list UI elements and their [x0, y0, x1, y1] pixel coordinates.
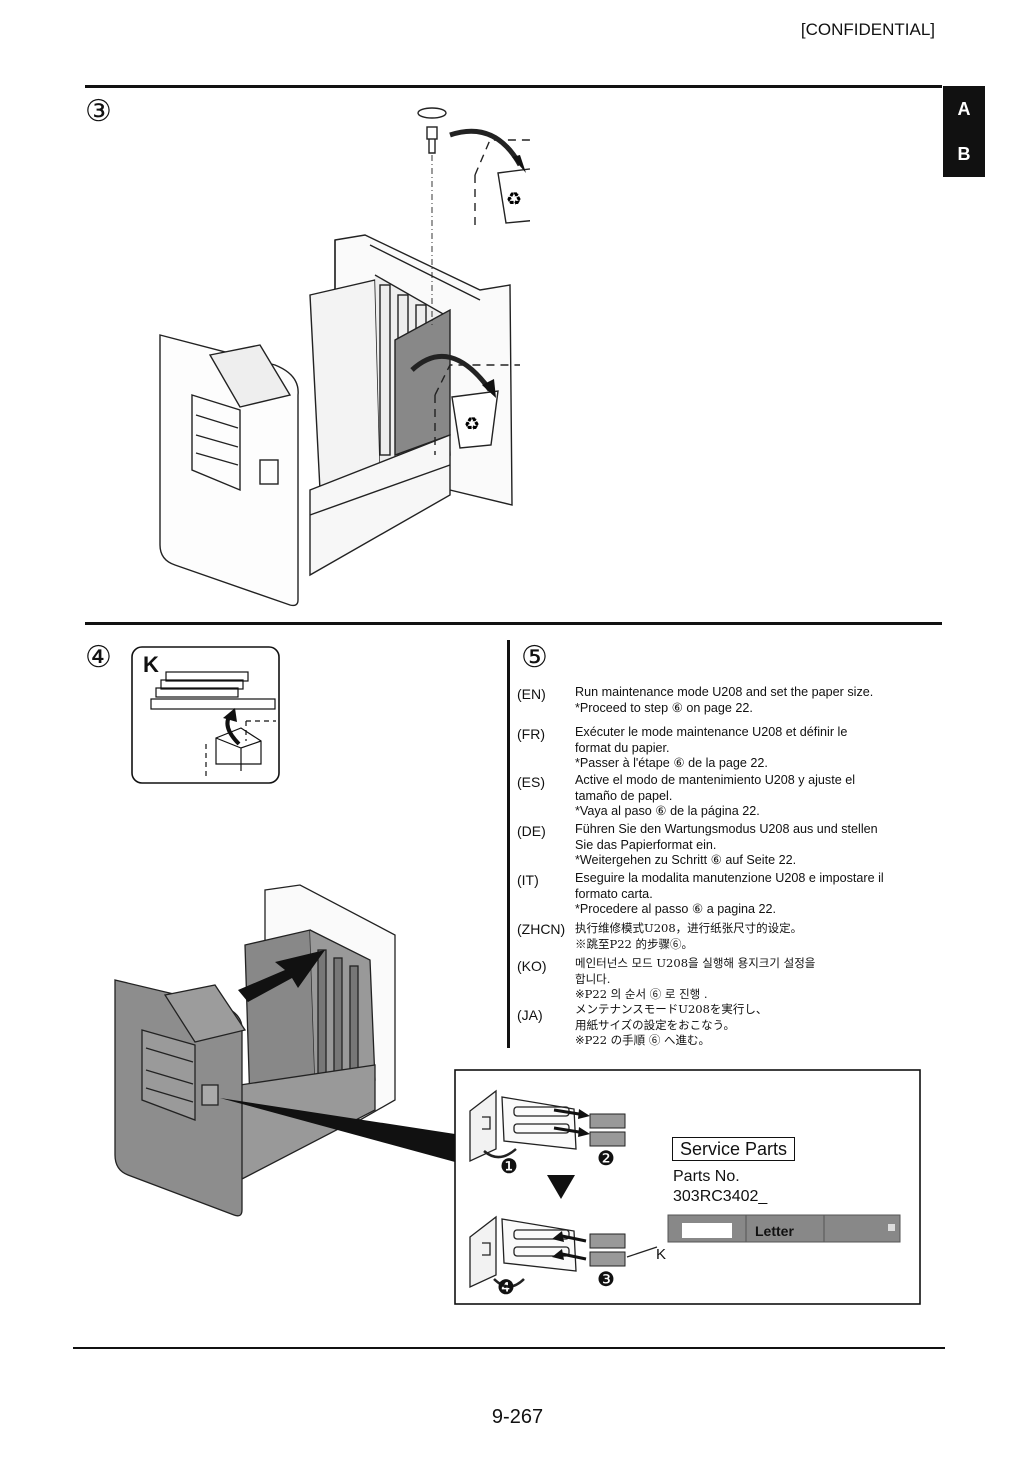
sub-step-2: ❷	[597, 1148, 615, 1170]
step-3-number: ③	[85, 95, 112, 128]
lang-de: (DE)	[517, 823, 546, 839]
section-divider-middle	[85, 622, 942, 625]
instruction-zhcn: 执行维修模式U208，进行纸张尺寸的设定。※跳至P22 的步骤⑥。	[575, 921, 803, 951]
k-pointer-label: K	[656, 1246, 667, 1263]
step-3-illustration: ♻ ♻	[159, 107, 530, 607]
lang-it: (IT)	[517, 872, 539, 888]
sub-step-4: ❹	[497, 1277, 515, 1299]
parts-no-value: 303RC3402_	[673, 1188, 768, 1205]
step-5-divider	[507, 640, 510, 1048]
svg-text:♻: ♻	[506, 189, 522, 209]
letter-label-text: Letter	[755, 1223, 794, 1239]
detail-pointer	[220, 1098, 455, 1162]
parts-no-label: Parts No.	[673, 1168, 740, 1185]
k-label: K	[143, 652, 159, 677]
footer-rule	[73, 1347, 945, 1349]
lang-zhcn: (ZHCN)	[517, 921, 566, 937]
side-tab-a[interactable]: A	[943, 86, 985, 132]
section-divider-top	[85, 85, 942, 88]
instruction-fr: Exécuter le mode maintenance U208 et déf…	[575, 725, 848, 770]
step-4-callout-box	[131, 646, 280, 784]
side-tab-b[interactable]: B	[943, 132, 985, 177]
lang-ja: (JA)	[517, 1007, 543, 1023]
step-4-number: ④	[85, 641, 112, 674]
instruction-ja: メンテナンスモードU208を実行し、用紙サイズの設定をおこなう。※P22 の手順…	[575, 1002, 768, 1047]
lang-fr: (FR)	[517, 726, 545, 742]
instruction-de: Führen Sie den Wartungsmodus U208 aus un…	[575, 822, 878, 867]
step-4-illustration	[114, 884, 396, 1217]
confidential-header: [CONFIDENTIAL]	[800, 20, 935, 39]
sub-step-3: ❸	[597, 1269, 615, 1291]
instruction-es: Active el modo de mantenimiento U208 y a…	[575, 773, 856, 818]
instruction-it: Eseguire la modalita manutenzione U208 e…	[575, 871, 884, 916]
parts-number-block: Parts No. 303RC3402_	[673, 1167, 767, 1207]
lang-es: (ES)	[517, 774, 545, 790]
svg-text:♻: ♻	[464, 414, 480, 434]
lang-en: (EN)	[517, 686, 546, 702]
instruction-en: Run maintenance mode U208 and set the pa…	[575, 685, 874, 715]
sub-step-1: ❶	[500, 1156, 518, 1178]
lang-ko: (KO)	[517, 958, 547, 974]
service-parts-title: Service Parts	[672, 1137, 796, 1161]
service-parts-detail-box	[454, 1069, 921, 1305]
step-5-number: ⑤	[521, 641, 548, 674]
page-number: 9-267	[491, 1406, 544, 1428]
